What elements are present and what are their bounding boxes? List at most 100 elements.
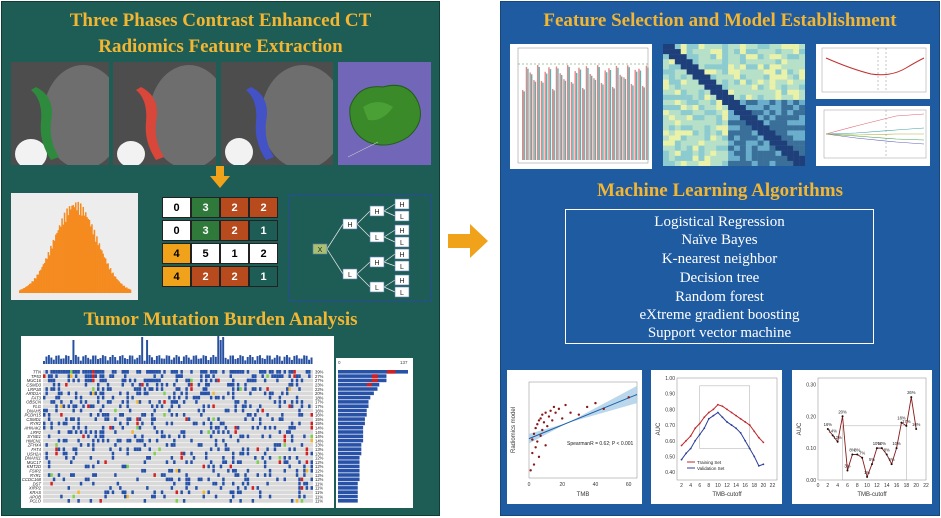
heatmap-cell [698, 130, 705, 136]
histogram-bar [111, 273, 113, 293]
heatmap-cell [775, 120, 782, 126]
mutation-cell [300, 400, 304, 404]
heatmap-cell [716, 54, 723, 60]
mutation-cell [175, 378, 178, 383]
mutation-cell [106, 417, 110, 421]
heatmap-cell [781, 44, 788, 50]
mutation-cell [303, 481, 306, 486]
histogram-bar [77, 201, 80, 293]
point-label: 5% [889, 457, 895, 462]
mutation-cell [298, 477, 301, 482]
gene-label: PCDH15 [24, 413, 41, 418]
heatmap-cell [722, 145, 729, 151]
heatmap-cell [704, 130, 711, 136]
mutation-cell [126, 421, 129, 426]
mutation-cell [266, 413, 269, 417]
heatmap-cell [686, 99, 693, 106]
mutation-cell [246, 370, 250, 374]
heatmap-cell [793, 110, 800, 116]
heatmap-cell [769, 120, 776, 126]
heatmap-cell [710, 150, 717, 157]
mutation-cell [263, 464, 267, 469]
mutation-cell [283, 456, 286, 460]
heatmap-cell [745, 160, 752, 166]
tree-edge [383, 261, 396, 267]
gene-label: CCDC168 [22, 477, 42, 482]
heatmap-cell [686, 74, 693, 80]
heatmap-cell [710, 120, 717, 126]
heatmap-cell [686, 150, 693, 157]
heatmap-cell [710, 84, 717, 90]
tmb-bar [45, 356, 48, 364]
matrix-cell: 4 [162, 266, 191, 287]
x-tick-label: 4 [836, 483, 839, 489]
mutation-cell [239, 490, 242, 495]
mutation-cell [128, 378, 132, 383]
mutation-cell [153, 494, 156, 499]
tree-edge [356, 261, 371, 275]
heatmap-cell [722, 54, 729, 60]
mutation-cell [293, 370, 296, 374]
mutation-cell [263, 425, 267, 430]
mutation-cell [72, 408, 75, 413]
mutation-cell [111, 456, 115, 460]
heatmap-cell [704, 155, 711, 162]
mutation-cell [60, 494, 63, 499]
mutation-cell [212, 430, 215, 434]
series-point [753, 455, 756, 458]
mutation-cell [175, 490, 178, 495]
heatmap-cell [793, 150, 800, 157]
gene-label: CSMD3 [26, 383, 41, 388]
histogram-bar [78, 214, 81, 293]
mutation-cell [227, 391, 230, 396]
mutation-cell [251, 374, 255, 378]
mutation-cell [62, 451, 66, 456]
gene-freq-bar-seg [366, 382, 372, 387]
tmb-bar [246, 356, 249, 364]
gene-label: LRP2 [31, 430, 42, 435]
heatmap-cell [763, 64, 770, 70]
mutation-cell [217, 417, 220, 421]
mutation-cell [170, 486, 174, 490]
mutation-cell [70, 370, 73, 374]
series-point [856, 453, 859, 456]
heatmap-cell [739, 84, 747, 90]
heatmap-cell [668, 54, 676, 60]
mutation-cell [133, 378, 137, 383]
x-tick-label: 10 [864, 483, 870, 489]
mutation-cell [239, 387, 242, 391]
heatmap-cell [781, 54, 788, 60]
mutation-cell [151, 387, 154, 391]
series-point [707, 417, 710, 420]
mutation-cell [310, 434, 313, 439]
heatmap-cell [799, 160, 805, 166]
heatmap-cell [775, 94, 782, 101]
tree-node-box [369, 281, 385, 293]
gene-freq-bar-seg [371, 378, 378, 383]
heatmap-cell [710, 160, 717, 166]
mutation-cell [131, 395, 134, 400]
mutation-cell [173, 460, 176, 464]
histogram-bar [107, 263, 109, 293]
heatmap-cell [692, 69, 699, 75]
feature-bar [624, 79, 627, 160]
mutation-cell [175, 370, 178, 374]
heatmap-cell [781, 74, 788, 80]
feature-bar [563, 79, 565, 160]
tmb-bar [65, 355, 68, 364]
mutation-cell [160, 387, 164, 391]
heatmap-cell [704, 150, 711, 157]
tmb-bar [234, 359, 237, 364]
heatmap-cell [692, 150, 699, 157]
heatmap-cell [716, 69, 723, 75]
mutation-cell [209, 460, 213, 464]
tmb-bar [116, 360, 119, 364]
heatmap-cell [663, 64, 670, 70]
heatmap-cell [787, 64, 794, 70]
mutation-cell [175, 374, 178, 378]
tmb-bar [259, 355, 261, 364]
tmb-bar [170, 359, 173, 364]
heatmap-cell [734, 125, 741, 131]
gene-pct: 12% [315, 477, 324, 482]
histogram-bar [91, 224, 93, 293]
